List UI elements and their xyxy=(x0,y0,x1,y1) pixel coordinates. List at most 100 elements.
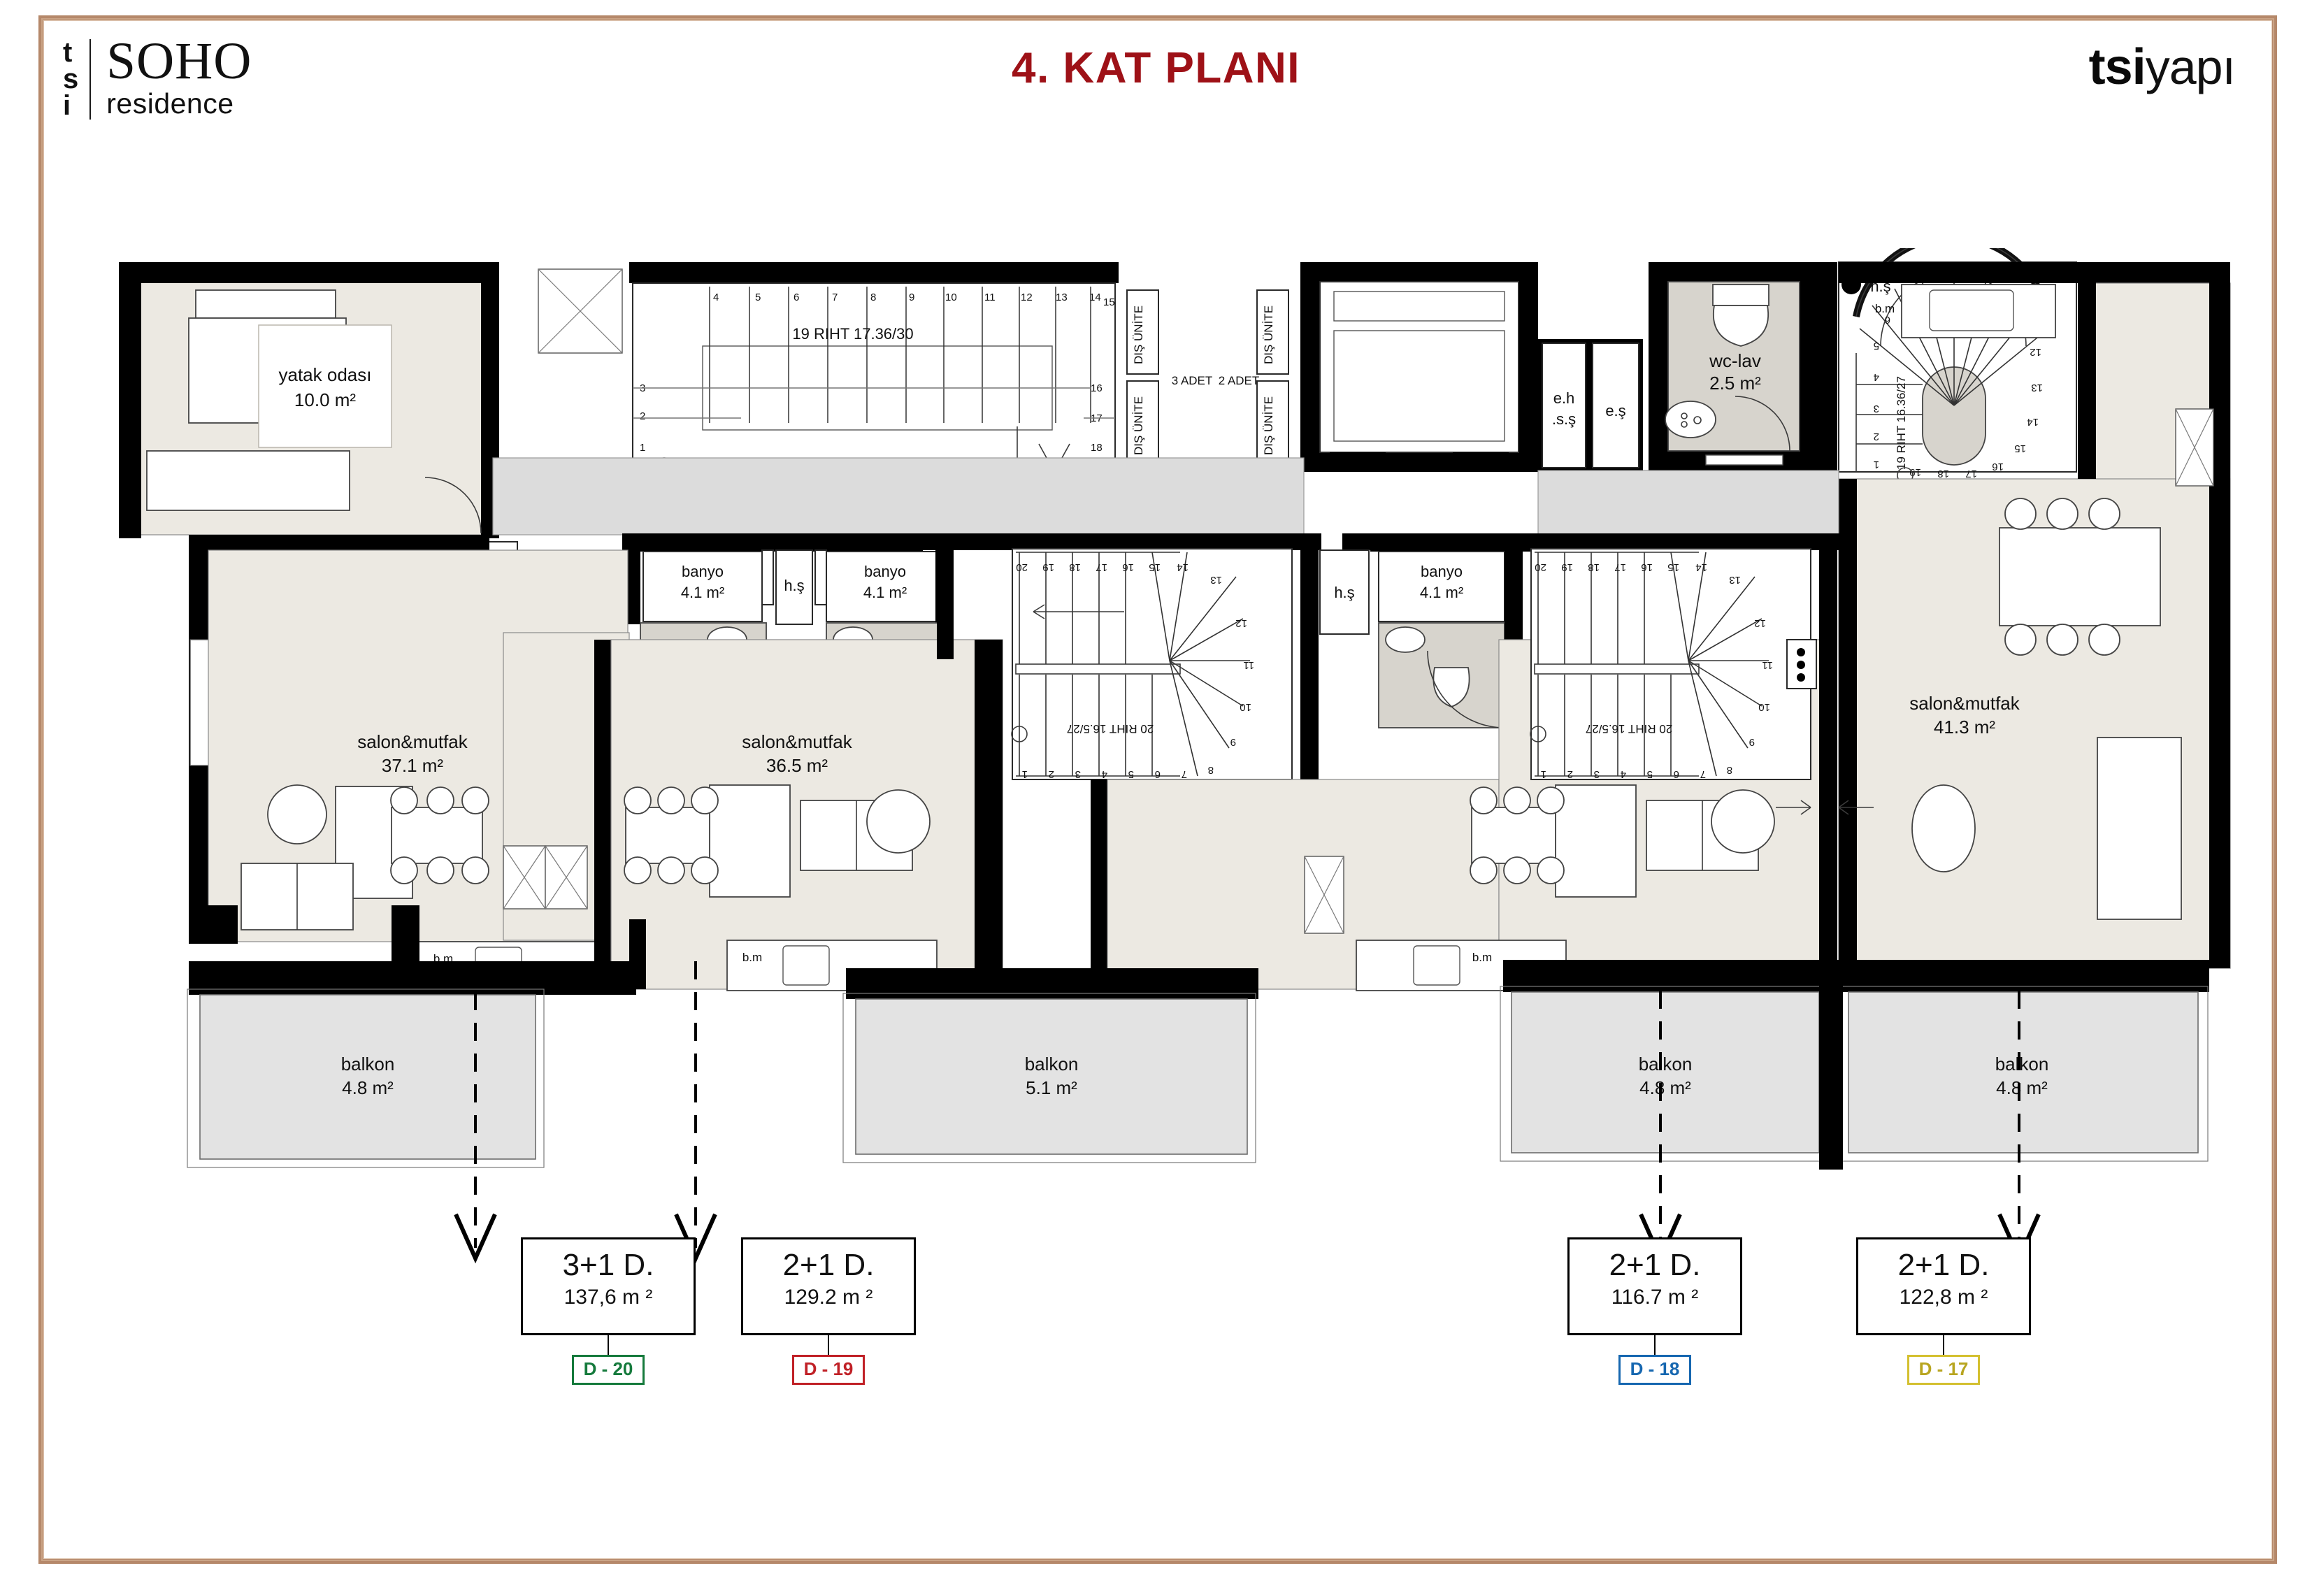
svg-text:14: 14 xyxy=(1177,561,1189,573)
svg-text:4: 4 xyxy=(1102,768,1107,780)
card-area-d-18: 116.7 m ² xyxy=(1611,1286,1699,1309)
svg-text:.s.ş: .s.ş xyxy=(1552,410,1576,428)
svg-text:1: 1 xyxy=(640,442,645,454)
outdoor-unit-group-2: DIŞ ÜNİTE DIŞ ÜNİTE 2 ADET xyxy=(1219,289,1289,466)
card-stem-d-18 xyxy=(1654,1335,1656,1355)
stair-mid-spiral-spec: 20 RIHT 16.5/27 xyxy=(1067,722,1154,735)
svg-text:7: 7 xyxy=(832,292,838,303)
shaft-label-hs-2: h.ş xyxy=(1334,584,1354,601)
svg-text:12: 12 xyxy=(2030,346,2041,358)
svg-text:5: 5 xyxy=(1647,768,1653,780)
svg-text:11: 11 xyxy=(984,292,996,303)
svg-text:DIŞ ÜNİTE: DIŞ ÜNİTE xyxy=(1132,305,1145,364)
svg-text:3: 3 xyxy=(1075,768,1081,780)
header: t s i SOHO residence 4. KAT PLANI tsi ya… xyxy=(0,0,2312,161)
svg-text:7: 7 xyxy=(1700,768,1706,780)
apartment-tag-d-18[interactable]: D - 18 xyxy=(1618,1355,1692,1385)
svg-text:3: 3 xyxy=(1874,403,1879,415)
room-label-banyo-1: banyo xyxy=(682,563,724,580)
svg-text:17: 17 xyxy=(1614,561,1626,573)
svg-text:12: 12 xyxy=(1754,617,1766,629)
svg-text:2: 2 xyxy=(1874,431,1879,443)
svg-text:2: 2 xyxy=(1049,768,1054,780)
tsi-monogram: t s i xyxy=(63,36,89,122)
svg-text:9: 9 xyxy=(1749,736,1755,748)
stair-right-spiral-a: 1 2 3 4 5 6 7 8 9 10 11 12 13 14 15 16 1… xyxy=(1530,548,1811,780)
card-area-d-20: 137,6 m ² xyxy=(563,1286,653,1309)
apartment-tag-d-17[interactable]: D - 17 xyxy=(1907,1355,1981,1385)
stair-main-spec: 19 RIHT 17.36/30 xyxy=(792,325,913,343)
card-box-d-20[interactable]: 3+1 D. 137,6 m ² xyxy=(521,1237,696,1335)
apartment-card-d-17[interactable]: 2+1 D. 122,8 m ² D - 17 xyxy=(1856,1237,2031,1385)
room-label-banyo-2: banyo xyxy=(864,563,906,580)
card-box-d-19[interactable]: 2+1 D. 129.2 m ² xyxy=(741,1237,916,1335)
room-label-banyo-3: banyo xyxy=(1421,563,1463,580)
tsi-letter-i: i xyxy=(63,90,71,122)
svg-text:3: 3 xyxy=(1594,768,1600,780)
stair-right-spiral-spec: 19 RIHT 16.36/27 xyxy=(1895,376,1908,470)
svg-text:37.1 m²: 37.1 m² xyxy=(382,755,443,776)
svg-text:5.1 m²: 5.1 m² xyxy=(1026,1077,1077,1098)
svg-text:1: 1 xyxy=(1541,768,1546,780)
svg-text:6: 6 xyxy=(1885,314,1890,326)
tsi-letter-s: s xyxy=(63,64,79,95)
svg-text:16: 16 xyxy=(1091,382,1103,394)
card-box-d-17[interactable]: 2+1 D. 122,8 m ² xyxy=(1856,1237,2031,1335)
shaft-label-es: e.ş xyxy=(1605,402,1625,419)
soho-residence-logo: t s i SOHO residence xyxy=(63,35,252,122)
svg-text:19: 19 xyxy=(1561,561,1573,573)
card-stem-d-20 xyxy=(608,1335,609,1355)
room-label-yatak-odasi: yatak odası xyxy=(279,364,372,385)
apartment-card-d-20[interactable]: 3+1 D. 137,6 m ² D - 20 xyxy=(521,1237,696,1385)
room-label-balkon-3: balkon xyxy=(1639,1054,1693,1074)
room-label-balkon-2: balkon xyxy=(1025,1054,1079,1074)
svg-text:10: 10 xyxy=(1758,701,1770,713)
svg-text:4: 4 xyxy=(1874,371,1879,383)
page-title: 4. KAT PLANI xyxy=(1012,44,1300,92)
svg-text:1: 1 xyxy=(1874,459,1879,470)
svg-text:2.5 m²: 2.5 m² xyxy=(1709,373,1761,394)
card-stem-d-17 xyxy=(1943,1335,1944,1355)
svg-text:6: 6 xyxy=(1674,768,1679,780)
svg-text:14: 14 xyxy=(1089,292,1101,303)
svg-text:8: 8 xyxy=(1208,764,1214,776)
apartment-tag-d-19[interactable]: D - 19 xyxy=(791,1355,866,1385)
card-stem-d-19 xyxy=(828,1335,829,1355)
svg-text:2: 2 xyxy=(1567,768,1573,780)
card-area-d-19: 129.2 m ² xyxy=(784,1286,873,1309)
svg-text:14: 14 xyxy=(2027,416,2039,428)
svg-text:14: 14 xyxy=(1695,561,1707,573)
apartment-card-d-18[interactable]: 2+1 D. 116.7 m ² D - 18 xyxy=(1567,1237,1742,1385)
card-type-d-18: 2+1 D. xyxy=(1609,1248,1701,1282)
svg-text:20: 20 xyxy=(1016,561,1028,573)
svg-text:11: 11 xyxy=(1762,659,1773,671)
svg-text:5: 5 xyxy=(1128,768,1134,780)
svg-text:12: 12 xyxy=(1021,292,1033,303)
apartment-card-d-19[interactable]: 2+1 D. 129.2 m ² D - 19 xyxy=(741,1237,916,1385)
card-box-d-18[interactable]: 2+1 D. 116.7 m ² xyxy=(1567,1237,1742,1335)
residence-wordmark: residence xyxy=(106,87,234,120)
svg-text:8: 8 xyxy=(1727,764,1732,776)
apartment-cards: 3+1 D. 137,6 m ² D - 20 2+1 D. 129.2 m ²… xyxy=(0,1237,2312,1433)
svg-text:36.5 m²: 36.5 m² xyxy=(766,755,828,776)
svg-text:9: 9 xyxy=(1230,736,1236,748)
svg-text:5: 5 xyxy=(755,292,761,303)
logo-divider xyxy=(89,39,92,120)
soho-wordmark-wrap: SOHO residence xyxy=(91,35,252,122)
svg-text:41.3 m²: 41.3 m² xyxy=(1934,717,1995,738)
svg-text:4.1 m²: 4.1 m² xyxy=(681,584,724,601)
svg-text:13: 13 xyxy=(1056,292,1068,303)
svg-text:15: 15 xyxy=(1149,561,1161,573)
svg-text:7: 7 xyxy=(1182,768,1187,780)
svg-text:10.0 m²: 10.0 m² xyxy=(294,389,356,410)
floor-plan-drawing: .w { fill:#000; } .rm { fill:#ece9e2; st… xyxy=(112,248,2244,1283)
svg-text:19: 19 xyxy=(1909,466,1921,478)
apartment-tag-d-20[interactable]: D - 20 xyxy=(571,1355,645,1385)
tsi-letter-t: t xyxy=(63,36,73,68)
svg-text:15: 15 xyxy=(2014,443,2026,454)
svg-text:10: 10 xyxy=(945,292,957,303)
svg-text:8: 8 xyxy=(870,292,876,303)
room-label-wc-lav: wc-lav xyxy=(1709,350,1761,371)
svg-text:6: 6 xyxy=(794,292,799,303)
